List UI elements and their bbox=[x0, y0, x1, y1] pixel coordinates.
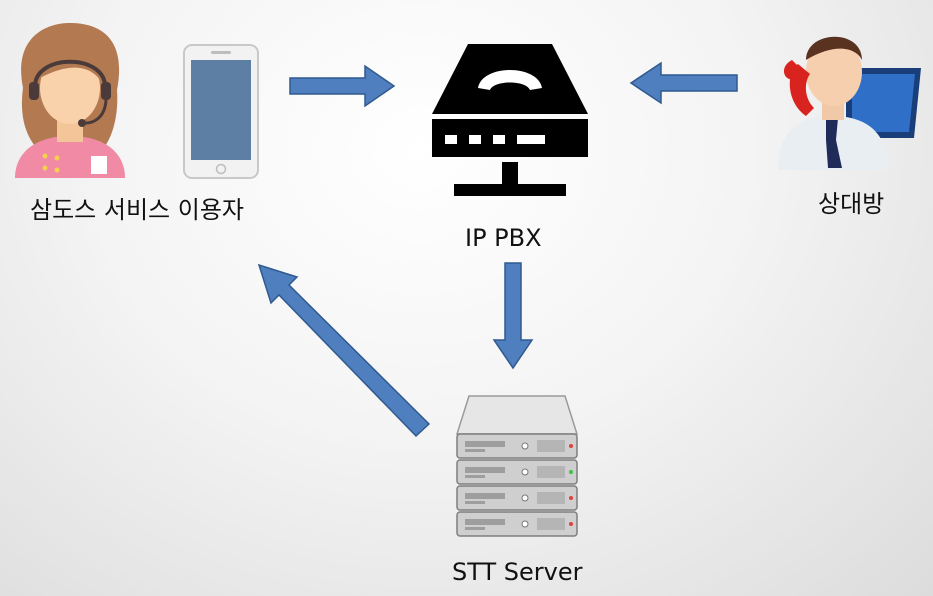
server-rack-icon bbox=[455, 395, 579, 537]
female-agent-headset-icon bbox=[15, 23, 125, 178]
smartphone-icon bbox=[183, 44, 259, 179]
businessman-phone-icon bbox=[778, 36, 921, 170]
counterpart-label: 상대방 bbox=[818, 190, 885, 218]
pbx-phone-icon bbox=[432, 44, 588, 196]
stt-server-label: STT Server bbox=[452, 558, 583, 586]
user-label: 삼도스 서비스 이용자 bbox=[30, 196, 244, 224]
pbx-label: IP PBX bbox=[465, 224, 542, 252]
